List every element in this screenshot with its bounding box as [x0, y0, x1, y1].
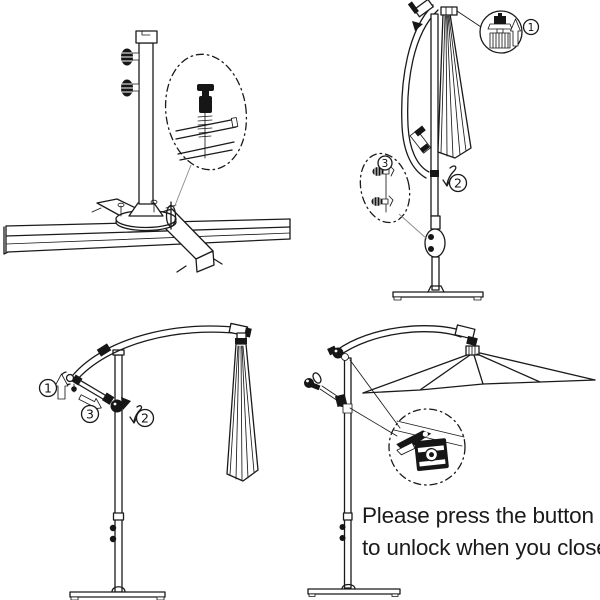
cantilever-arm [336, 325, 464, 357]
pole-clamp-band [430, 170, 439, 177]
base-stand [307, 583, 401, 597]
up-arrow-icon [510, 18, 521, 47]
detail-callout-lock-button [388, 408, 466, 486]
step-number: 1 [44, 381, 52, 396]
cantilever-arm [72, 325, 244, 382]
arm-elbow [454, 324, 478, 347]
eye-bolt [165, 201, 177, 230]
wing-knob-bolt [371, 195, 394, 207]
step-number: 3 [382, 158, 389, 170]
leader-line [349, 407, 398, 437]
crank-handle [304, 372, 353, 414]
pole-knob [121, 79, 140, 97]
pole-knob [121, 48, 140, 66]
arm-clamp [96, 343, 112, 357]
panel-hang-umbrella: 1 2 3 [359, 0, 540, 301]
panel-base-assembly [3, 30, 291, 273]
step-number: 2 [141, 411, 149, 426]
panel-raise-arm: 1 3 2 [38, 322, 259, 600]
unlock-instruction: Please press the button to unlock when y… [362, 500, 600, 564]
step-number: 1 [528, 22, 535, 34]
pole [128, 30, 164, 217]
arm-elbow-top [407, 0, 434, 31]
pole-connector [424, 215, 446, 291]
step-badge: 3 [377, 155, 393, 171]
step-number: 3 [86, 407, 94, 422]
up-arrow-icon [54, 373, 69, 400]
step-number: 2 [454, 176, 462, 191]
step-badge: 1 [38, 378, 58, 398]
pole-collar-joint [110, 397, 131, 413]
umbrella-pole [430, 13, 439, 217]
standing-pole [339, 357, 353, 589]
canopy-hub [465, 345, 480, 356]
leader-line [173, 164, 192, 209]
leader-line [349, 359, 401, 429]
caption-line-1: Please press the button [362, 503, 594, 528]
panel-open-umbrella [304, 324, 596, 597]
mount-bolt [117, 199, 158, 217]
leader-line [398, 213, 428, 240]
folded-canopy [226, 332, 259, 482]
step-badge: 1 [522, 18, 540, 36]
caption-line-2: to unlock when you close [362, 535, 600, 560]
arm-pivot-joint [327, 345, 349, 361]
base-stand [69, 586, 166, 600]
standing-pole [109, 349, 125, 593]
detail-callout-knobs: 3 [359, 152, 411, 224]
leader-line [456, 10, 482, 28]
support-strut [71, 374, 115, 405]
open-canopy [362, 352, 596, 394]
step-badge: 3 [80, 404, 100, 424]
arm-bracket [409, 125, 432, 154]
lock-mechanism [396, 430, 449, 472]
detail-callout-bolt [164, 53, 248, 171]
detail-callout-runner [479, 10, 523, 54]
step-badge: 2 [135, 408, 155, 428]
thumb-bolt-detail [175, 84, 239, 161]
base-stand [392, 285, 484, 301]
step-badge: 2 [448, 173, 468, 193]
folded-canopy [437, 6, 472, 159]
